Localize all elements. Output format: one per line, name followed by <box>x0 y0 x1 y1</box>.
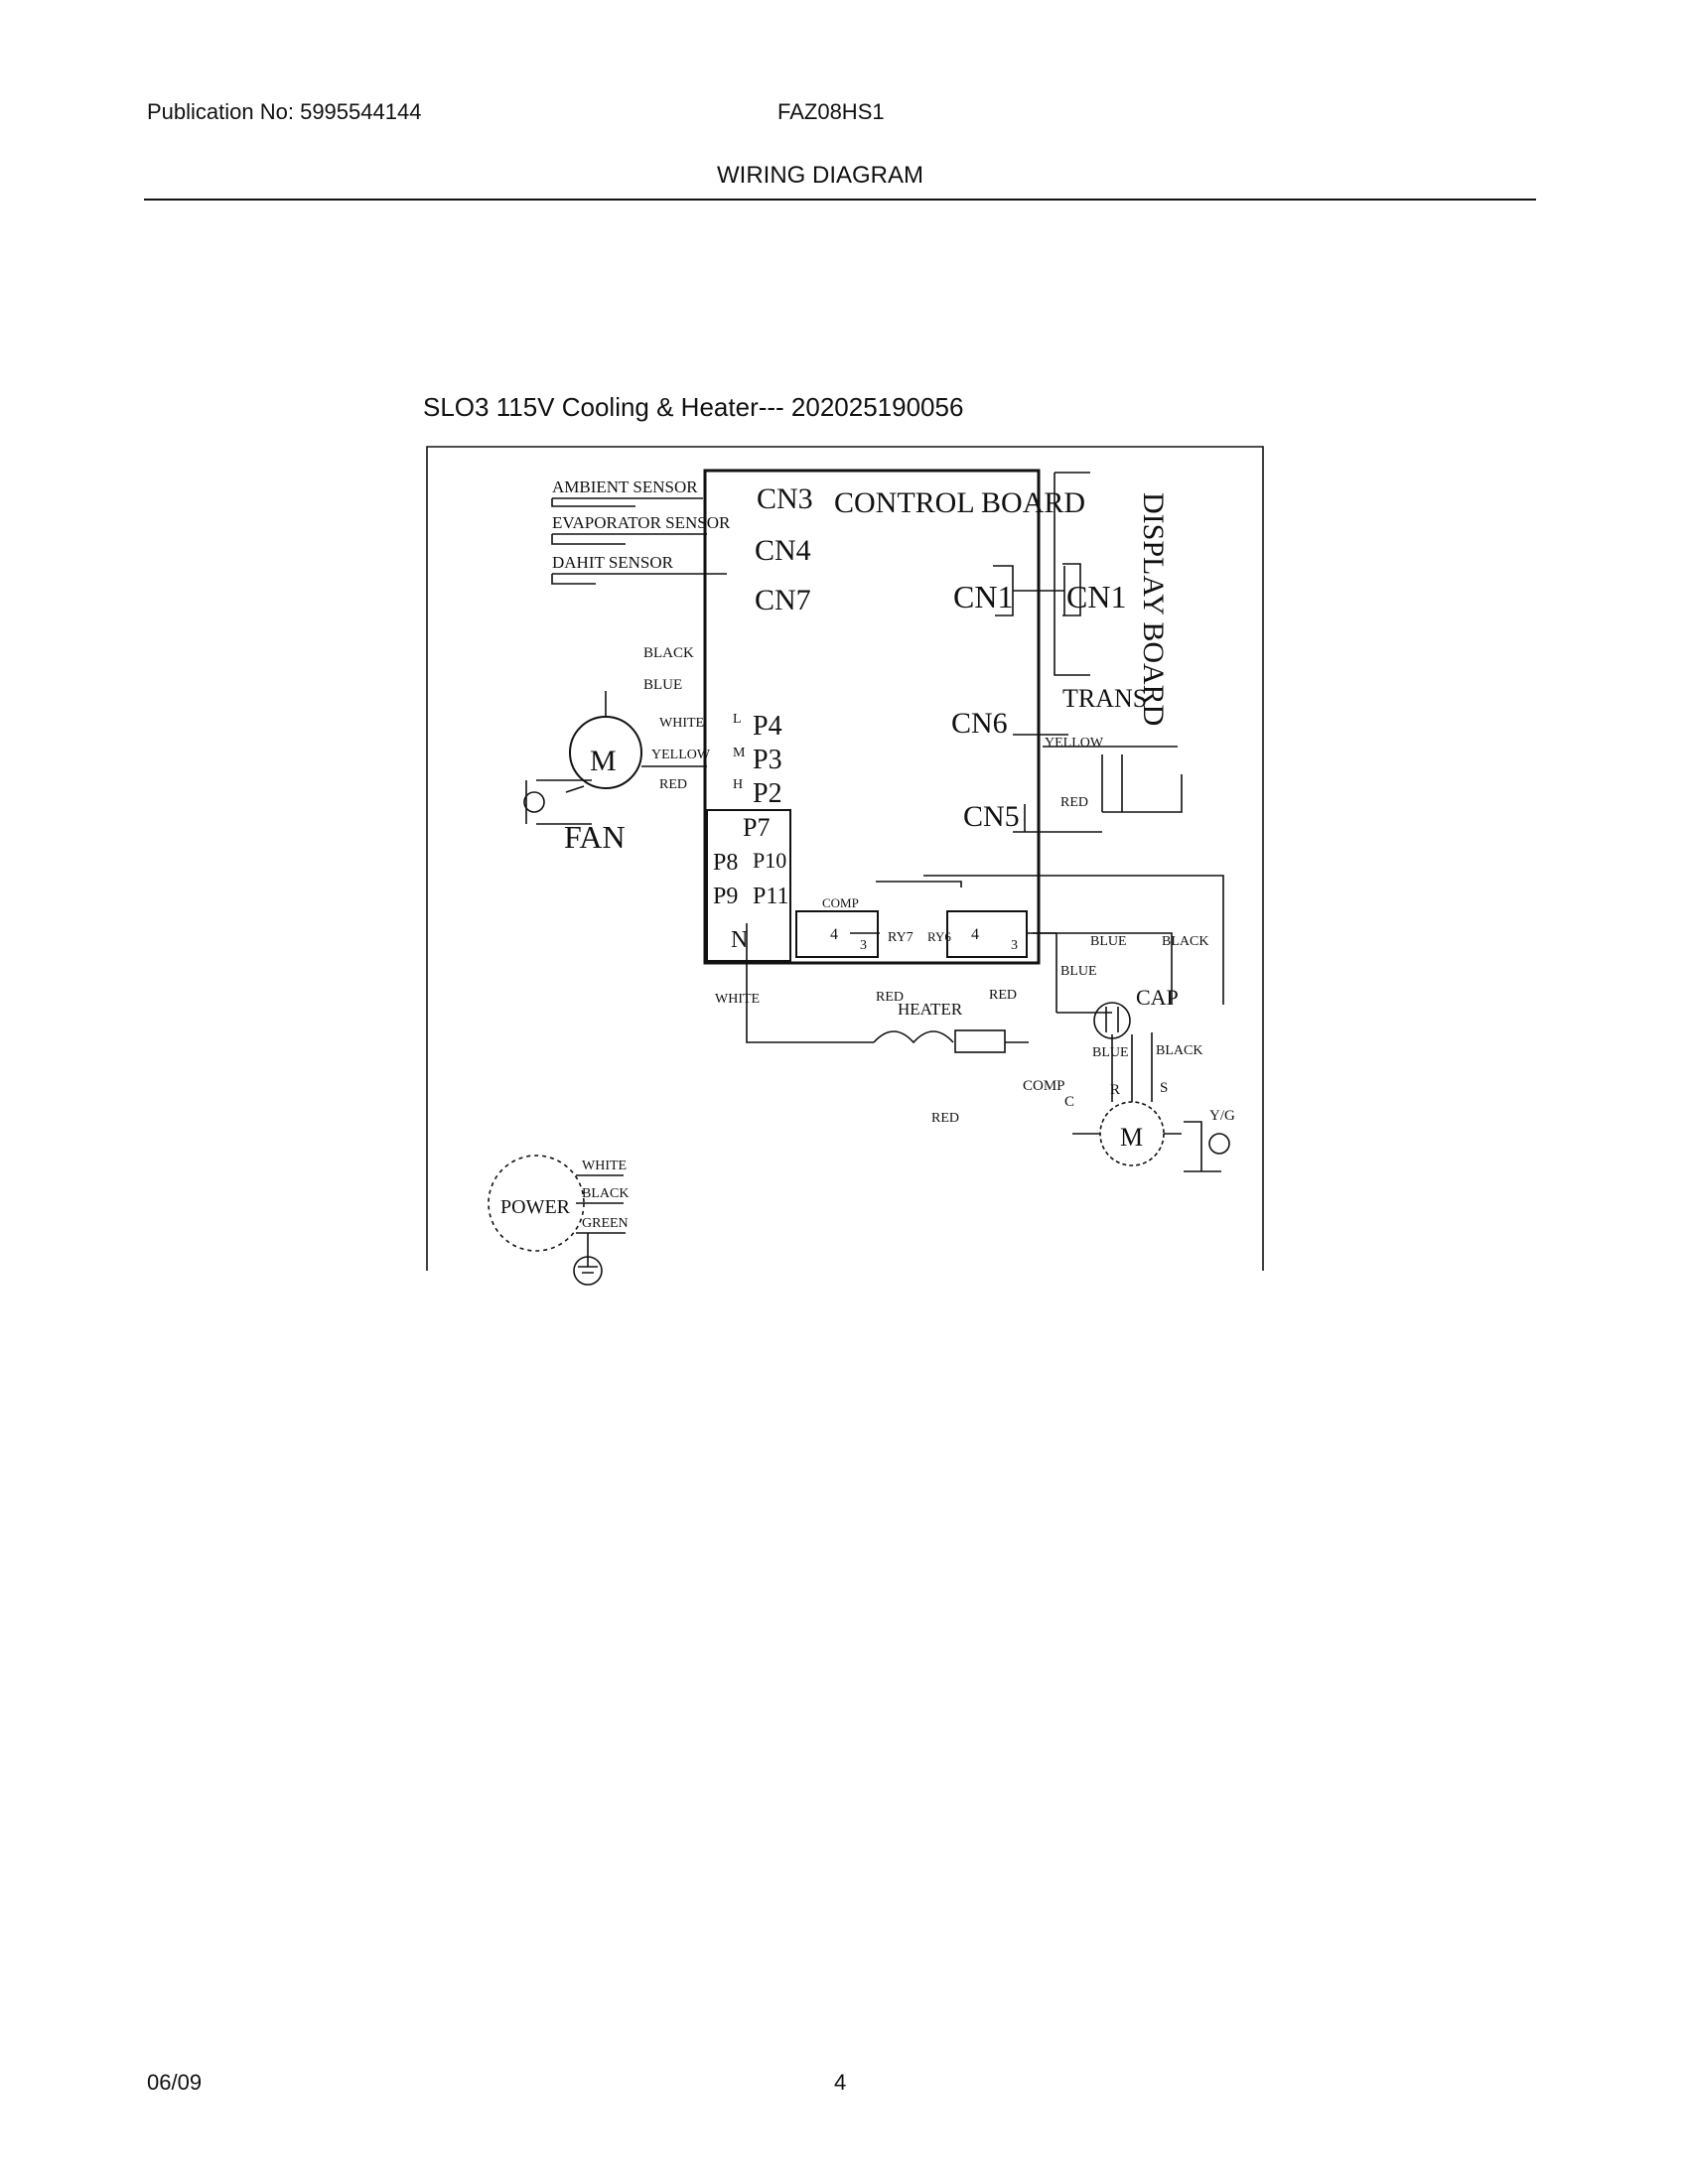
cn1-link <box>993 563 1081 616</box>
dahit-sensor-wire <box>551 573 727 585</box>
display-board-label: DISPLAY BOARD <box>1137 492 1170 726</box>
speed-h-label: H <box>733 777 743 792</box>
p4-label: P4 <box>753 711 782 742</box>
comp-label: COMP <box>1023 1078 1065 1094</box>
comp-relay-label: COMP <box>822 895 859 910</box>
power-label: POWER <box>500 1196 571 1218</box>
relay-ry6 <box>946 910 1028 958</box>
black-wire-label-2: BLACK <box>1156 1043 1202 1058</box>
page-title: WIRING DIAGRAM <box>717 162 923 189</box>
ry7-pin-3: 3 <box>860 938 867 953</box>
diagram-title: SLO3 115V Cooling & Heater--- 2020251900… <box>423 392 964 422</box>
cn5-label: CN5 <box>963 800 1020 833</box>
power-ground <box>578 1233 598 1274</box>
power-green-label: GREEN <box>582 1216 629 1231</box>
compressor-wire-1 <box>923 875 1224 1005</box>
p8-label: P8 <box>713 850 738 876</box>
evaporator-sensor-label: EVAPORATOR SENSOR <box>552 513 731 532</box>
header-rule <box>144 199 1536 201</box>
fan-white-label: WHITE <box>659 716 704 731</box>
n-label: N <box>731 927 748 953</box>
compressor-motor-label: M <box>1120 1123 1143 1152</box>
page-number: 4 <box>834 2070 847 2095</box>
footer-date: 06/09 <box>147 2070 203 2095</box>
p9-label: P9 <box>713 884 738 909</box>
power-black-label: BLACK <box>582 1186 629 1201</box>
fan-ground <box>525 779 592 825</box>
heater-element <box>954 1029 1006 1053</box>
yg-label: Y/G <box>1209 1108 1235 1124</box>
blue-wire-label-1: BLUE <box>1090 934 1127 949</box>
trans-yellow-label: YELLOW <box>1045 736 1104 751</box>
connector-block <box>706 809 791 962</box>
cap-label: CAP <box>1136 985 1179 1010</box>
blue-wire-label-3: BLUE <box>1092 1045 1129 1060</box>
fan-label: FAN <box>564 819 626 855</box>
control-board-box <box>703 469 1041 965</box>
cn3-label: CN3 <box>757 482 813 515</box>
ry6-pin-4: 4 <box>971 926 979 943</box>
heater-label: HEATER <box>898 1000 963 1019</box>
ry6-pin-3: 3 <box>1011 938 1018 953</box>
p2-label: P2 <box>753 778 782 809</box>
trans-label: TRANS <box>1062 684 1147 713</box>
fan-wires <box>565 691 707 793</box>
wiring-diagram: AMBIENT SENSOR EVAPORATOR SENSOR DAHIT S… <box>426 446 1264 1286</box>
ambient-sensor-wire <box>551 497 703 507</box>
heater-coil <box>873 1030 954 1044</box>
fan-red-label: RED <box>659 777 687 792</box>
speed-m-label: M <box>733 746 746 760</box>
fan-blue-label: BLUE <box>643 677 682 693</box>
blue-wire-label-2: BLUE <box>1060 964 1097 979</box>
compressor-wire-2 <box>1033 932 1173 1005</box>
heater-wire <box>746 923 874 1043</box>
p10-label: P10 <box>753 848 786 873</box>
fan-yellow-label: YELLOW <box>651 748 711 762</box>
white-wire-label: WHITE <box>715 992 760 1007</box>
model-number: FAZ08HS1 <box>777 99 885 124</box>
cn4-label: CN4 <box>755 534 811 567</box>
ry6-label: RY6 <box>927 929 951 944</box>
ry7-label: RY7 <box>888 930 914 945</box>
p3-label: P3 <box>753 745 782 775</box>
ambient-sensor-label: AMBIENT SENSOR <box>552 478 698 496</box>
speed-l-label: L <box>733 712 742 727</box>
cn6-label: CN6 <box>951 707 1008 740</box>
red-wire-label-1: RED <box>876 990 904 1005</box>
diagram-frame <box>426 446 1264 1271</box>
trans-red-label: RED <box>1060 795 1088 810</box>
comp-terminal-c: C <box>1064 1094 1074 1110</box>
cn1-label: CN1 <box>953 579 1013 614</box>
red-wire-label-2: RED <box>989 988 1017 1003</box>
cn6-trans-wire <box>1013 734 1178 748</box>
p11-label: P11 <box>753 884 788 909</box>
red-wire-label-3: RED <box>931 1111 959 1126</box>
comp-terminal-r: R <box>1110 1082 1120 1098</box>
capacitor-circle <box>1093 1002 1131 1039</box>
publication-number: Publication No: 5995544144 <box>147 99 422 124</box>
power-wires <box>576 1174 626 1234</box>
cn5-trans-wire <box>1013 804 1102 833</box>
display-cn1-label: CN1 <box>1066 579 1126 614</box>
fan-motor-label: M <box>590 745 617 777</box>
internal-wire-1 <box>876 881 962 887</box>
compressor-wires <box>1072 1032 1182 1135</box>
p7-label: P7 <box>743 813 770 842</box>
black-wire-label-1: BLACK <box>1162 934 1208 949</box>
power-white-label: WHITE <box>582 1159 627 1173</box>
dahit-sensor-label: DAHIT SENSOR <box>552 553 674 572</box>
display-board-outline <box>1054 472 1090 676</box>
compressor-ground <box>1184 1121 1221 1172</box>
trans-coil <box>1101 754 1183 813</box>
fan-black-label: BLACK <box>643 645 694 661</box>
control-board-label: CONTROL BOARD <box>834 486 1085 519</box>
ry7-pin-4: 4 <box>830 926 838 943</box>
evaporator-sensor-wire <box>551 533 707 545</box>
relay-ry7 <box>795 910 879 958</box>
capacitor-wire <box>1055 933 1112 1014</box>
comp-terminal-s: S <box>1160 1080 1168 1096</box>
cn7-label: CN7 <box>755 584 811 616</box>
